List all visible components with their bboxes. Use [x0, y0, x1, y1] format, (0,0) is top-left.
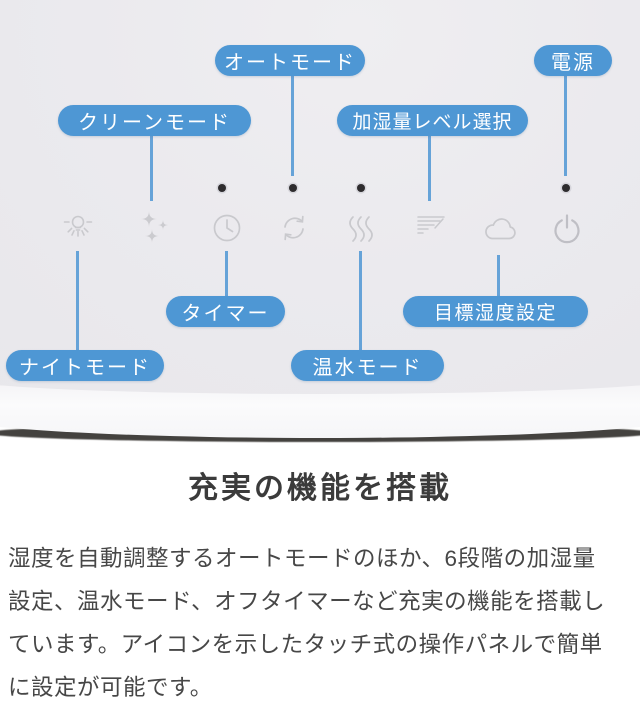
callout-auto-mode: オートモード	[215, 45, 365, 76]
callout-line-power	[564, 76, 567, 176]
callout-line-target-humidity	[497, 255, 500, 296]
section-heading: 充実の機能を搭載	[188, 472, 452, 505]
callout-night-mode: ナイトモード	[6, 350, 164, 381]
humidifier-control-panel-photo: クリーンモード オートモード 加湿量レベル選択 電源 タイマー 目標湿度設定 ナ…	[0, 0, 640, 443]
target-humidity-icon	[485, 218, 516, 240]
night-mode-icon	[63, 215, 93, 237]
indicator-dot-power	[562, 184, 570, 192]
section-body: 湿度を自動調整するオートモードのほか、6段階の加湿量 設定、温水モード、オフタイ…	[8, 537, 632, 709]
body-line: ています。アイコンを示したタッチ式の操作パネルで簡単	[8, 632, 603, 657]
callout-line-timer	[225, 251, 228, 296]
body-line: 設定、温水モード、オフタイマーなど充実の機能を搭載し	[8, 589, 606, 614]
callout-line-night-mode	[76, 251, 79, 350]
callout-target-humidity: 目標湿度設定	[403, 296, 588, 327]
callout-warm-mist: 温水モード	[291, 350, 444, 381]
indicator-dot-auto-mode	[289, 184, 297, 192]
timer-icon	[213, 214, 241, 242]
warm-mist-icon	[349, 216, 373, 242]
mist-level-icon	[417, 216, 445, 234]
callout-power: 電源	[534, 45, 612, 76]
callout-line-warm-mist	[359, 251, 362, 350]
indicator-dot-timer	[218, 184, 226, 192]
feature-description-section: 充実の機能を搭載 湿度を自動調整するオートモードのほか、6段階の加湿量 設定、温…	[0, 443, 640, 709]
callout-timer: タイマー	[166, 296, 285, 327]
callout-line-clean-mode	[150, 136, 153, 201]
callout-clean-mode: クリーンモード	[58, 105, 251, 136]
callout-line-mist-level	[428, 136, 431, 201]
body-line: に設定が可能です。	[8, 675, 213, 700]
clean-mode-icon	[141, 211, 168, 243]
auto-mode-icon	[284, 215, 304, 241]
callout-line-auto-mode	[291, 76, 294, 176]
power-icon	[554, 214, 580, 244]
callout-mist-level: 加湿量レベル選択	[337, 105, 528, 136]
body-line: 湿度を自動調整するオートモードのほか、6段階の加湿量	[8, 546, 596, 571]
indicator-dot-warm-mist	[357, 184, 365, 192]
